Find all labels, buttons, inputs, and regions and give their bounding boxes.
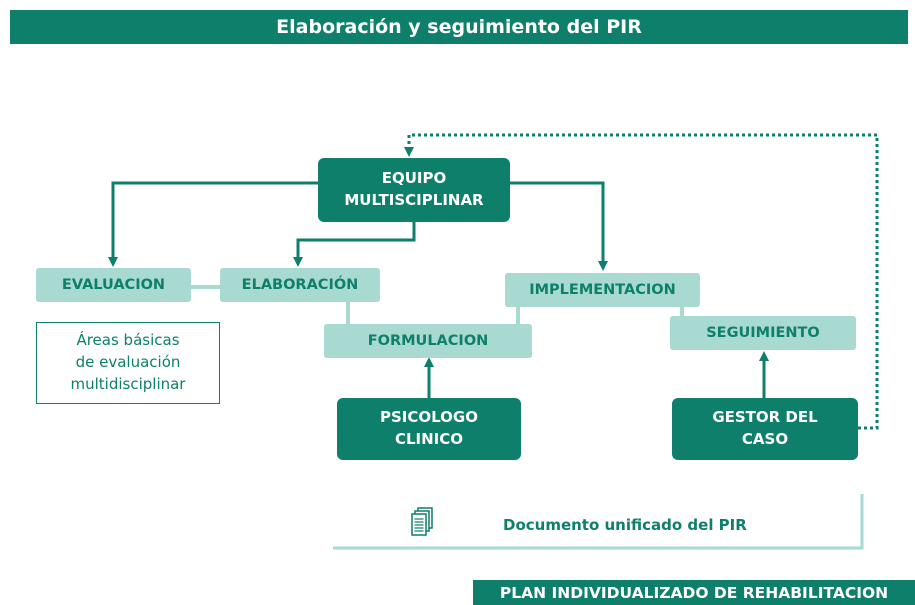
areas-basicas-box: Áreas básicas de evaluación multidiscipl… (36, 322, 220, 404)
node-gestor-line2: CASO (741, 430, 789, 448)
footer-banner-text: PLAN INDIVIDUALIZADO DE REHABILITACION (499, 583, 889, 602)
node-elaboracion: ELABORACIÓN (220, 268, 380, 302)
areas-line1: Áreas básicas (76, 331, 180, 350)
footer-banner: PLAN INDIVIDUALIZADO DE REHABILITACION (473, 580, 915, 605)
node-seguimiento: SEGUIMIENTO (670, 316, 856, 350)
document-bracket (333, 494, 864, 550)
diagram-title: Elaboración y seguimiento del PIR (10, 10, 908, 44)
node-equipo-line2: MULTISCIPLINAR (344, 191, 484, 209)
node-gestor-del-caso: GESTOR DEL CASO (672, 398, 858, 460)
node-psicologo-clinico: PSICOLOGO CLINICO (337, 398, 521, 460)
node-gestor-line1: GESTOR DEL (712, 408, 818, 427)
node-equipo-multidisciplinar: EQUIPO MULTISCIPLINAR (318, 158, 510, 222)
dotted-feedback-loop (404, 133, 879, 430)
node-seguimiento-label: SEGUIMIENTO (706, 325, 820, 341)
node-elaboracion-label: ELABORACIÓN (241, 277, 359, 293)
areas-line2: de evaluación (75, 353, 181, 372)
node-psicologo-line1: PSICOLOGO (380, 408, 478, 427)
diagram-title-text: Elaboración y seguimiento del PIR (276, 16, 642, 38)
node-formulacion-label: FORMULACION (367, 333, 489, 349)
areas-line3: multidisciplinar (70, 374, 186, 393)
arrow-equipo-evaluacion (108, 181, 318, 267)
node-evaluacion: EVALUACION (36, 268, 191, 302)
arrow-equipo-implementacion (510, 181, 608, 271)
node-psicologo-line2: CLINICO (394, 430, 464, 448)
node-equipo-line1: EQUIPO (381, 169, 447, 188)
node-implementacion-label: IMPLEMENTACION (529, 282, 676, 298)
arrow-equipo-elaboracion (293, 222, 416, 267)
node-evaluacion-label: EVALUACION (61, 277, 166, 293)
document-stack-icon (411, 507, 433, 536)
node-formulacion: FORMULACION (324, 324, 532, 358)
node-implementacion: IMPLEMENTACION (505, 273, 700, 307)
document-label: Documento unificado del PIR (503, 516, 747, 534)
